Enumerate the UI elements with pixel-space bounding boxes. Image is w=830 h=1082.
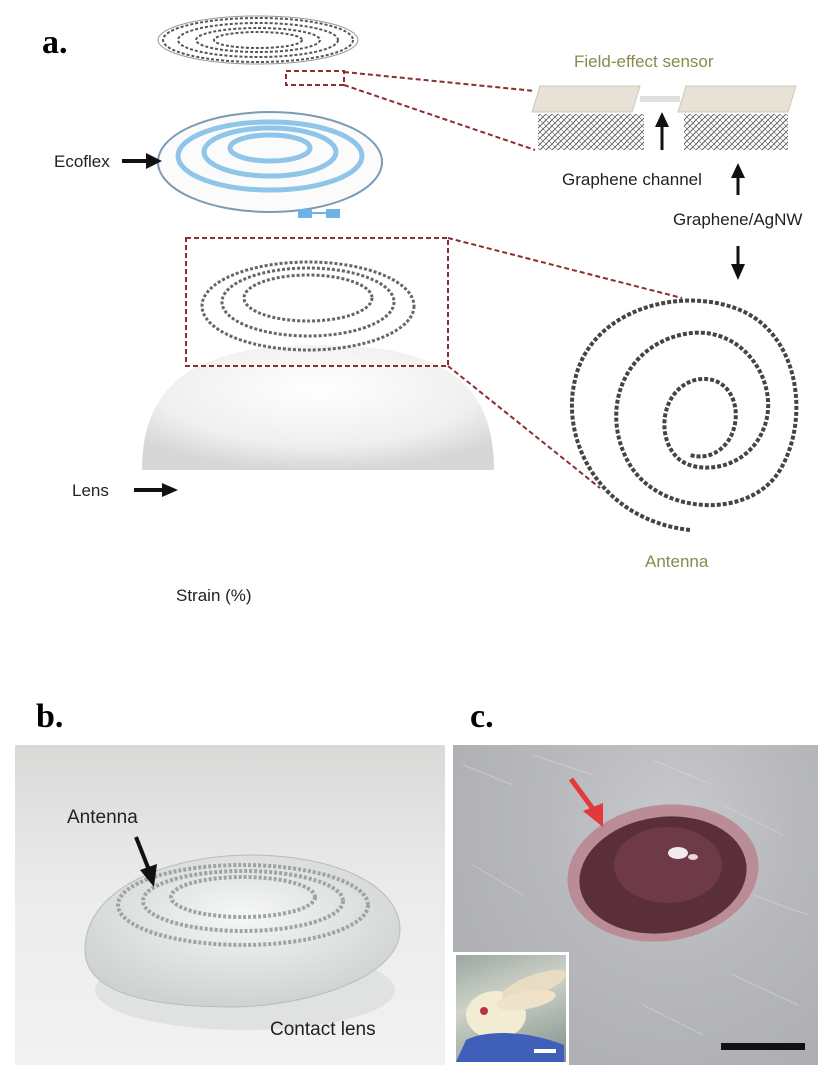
scale-bar <box>721 1043 805 1050</box>
lens-dome <box>142 345 494 470</box>
ecoflex-arrow-icon <box>122 153 162 169</box>
graphene-agnw-label: Graphene/AgNW <box>673 210 803 229</box>
antenna-label-b: Antenna <box>67 807 138 828</box>
rabbit-inset-photo <box>453 952 569 1065</box>
antenna-spiral <box>569 298 799 532</box>
red-arrow-icon <box>568 777 603 827</box>
sensor-zoom-box <box>285 70 345 86</box>
ecoflex-disc <box>157 111 383 218</box>
zoom-line-top-2 <box>343 84 536 151</box>
contact-lens-graphic <box>84 836 401 1030</box>
panel-a-diagram <box>122 15 799 532</box>
arrow-up-agnw-icon <box>731 163 745 195</box>
field-effect-sensor-graphic <box>531 85 797 150</box>
zoom-line-antenna-2 <box>447 365 601 489</box>
lens-antenna-spiral <box>200 260 416 352</box>
zoom-line-antenna-1 <box>447 237 683 299</box>
arrow-up-channel-icon <box>655 112 669 150</box>
panel-label-b: b. <box>36 698 64 735</box>
zoom-line-top-1 <box>343 71 536 92</box>
field-effect-sensor-label: Field-effect sensor <box>574 52 714 71</box>
arrow-down-antenna-icon <box>731 246 745 280</box>
antenna-zoom-box <box>185 237 449 367</box>
contact-lens-label: Contact lens <box>270 1019 376 1040</box>
panel-c-rabbit-eye-photo <box>453 745 818 1065</box>
lens-arrow-icon <box>134 483 178 497</box>
rabbit-inset-graphic <box>456 970 566 1062</box>
antenna-label-a: Antenna <box>645 552 709 571</box>
top-spiral-disc <box>162 17 354 63</box>
panel-label-a: a. <box>42 24 68 61</box>
panel-b-contact-lens-render: Antenna Contact lens <box>15 745 445 1065</box>
rabbit-eye-graphic <box>462 754 809 1050</box>
ecoflex-label: Ecoflex <box>54 152 110 171</box>
lens-label: Lens <box>72 481 109 500</box>
strain-label: Strain (%) <box>176 586 252 605</box>
panel-label-c: c. <box>470 698 494 735</box>
graphene-channel-label: Graphene channel <box>562 170 702 189</box>
antenna-arrow-b-icon <box>134 836 157 887</box>
top-disc-rim <box>157 15 359 65</box>
